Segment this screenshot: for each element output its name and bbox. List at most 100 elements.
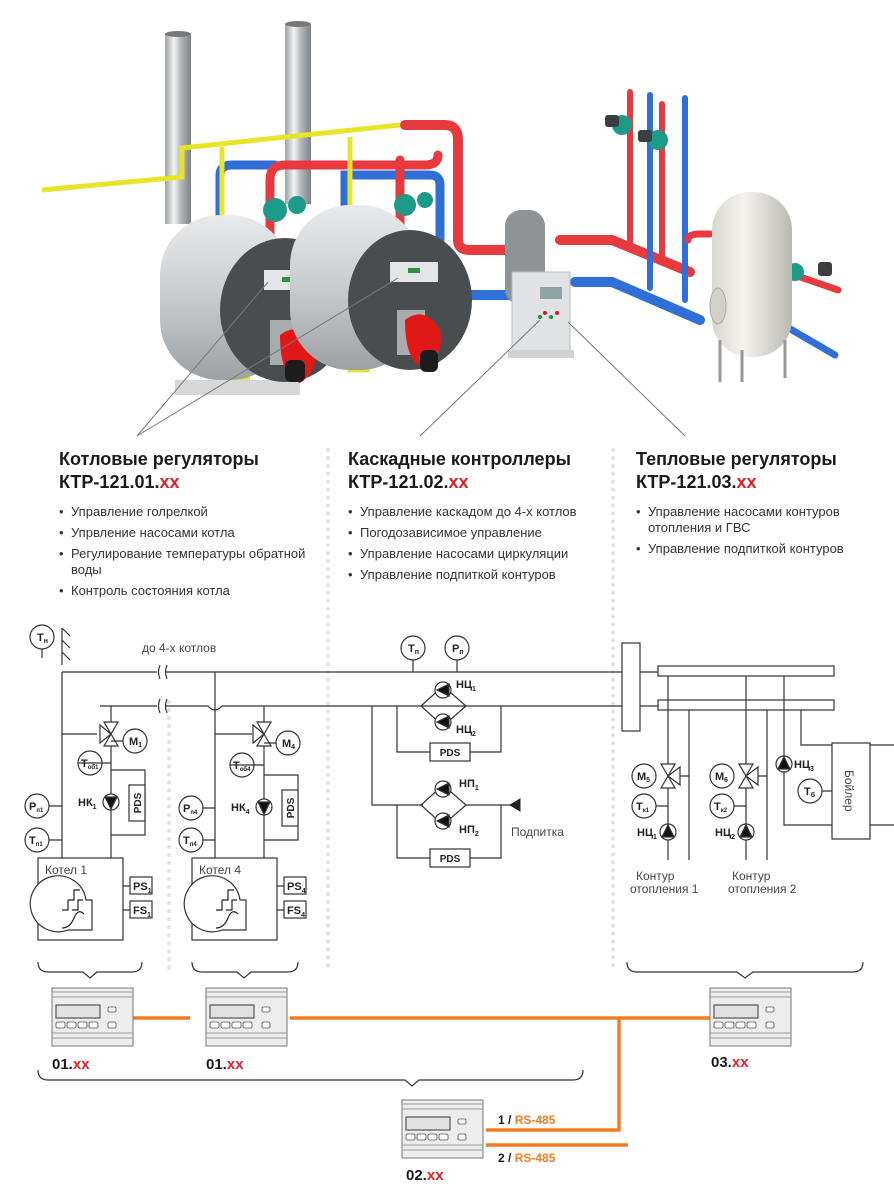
pump-label: НК1: [78, 797, 97, 811]
burner-stage-glyph: [61, 889, 239, 929]
feature-list: Управление каскадом до 4-х котлов Погодо…: [348, 504, 618, 583]
bus-label: 2 / RS-485: [498, 1151, 556, 1165]
up-to-boilers-label: до 4-х котлов: [142, 641, 216, 655]
feature-item: Управление подпиткой контуров: [348, 567, 618, 583]
feature-item: Управление голрелкой: [59, 504, 329, 520]
makeup-inlet-arrow: [509, 798, 521, 812]
boiler-label: Котел 4: [199, 863, 241, 877]
three-way-valve: [99, 721, 759, 789]
sensor-label: Tп4: [183, 835, 197, 848]
device-button: [713, 1021, 724, 1029]
boiler-tank-label: Бойлер: [842, 770, 856, 812]
pump-label: НЦ1: [637, 827, 657, 841]
sensor-label: Pп1: [29, 801, 44, 814]
device-button: [88, 1021, 99, 1029]
pressure-switch-label: PS1: [133, 881, 152, 895]
sensor-label: Tоб1: [81, 758, 99, 771]
device-label: 01.xx: [206, 1056, 244, 1073]
controller-device: [205, 987, 288, 1047]
sensor-label: Pп4: [183, 803, 198, 816]
device-button: [746, 1021, 757, 1029]
pump-motor: [605, 115, 832, 276]
makeup-label: Подпитка: [511, 825, 564, 839]
pds-label: PDS PDS PDS PDS: [133, 748, 461, 865]
hydraulic-separator: [505, 210, 574, 358]
svg-text:PDS: PDS: [440, 748, 461, 759]
boiler-label: Котел 1: [45, 863, 87, 877]
device-button: [416, 1133, 427, 1141]
boiler: [290, 205, 472, 372]
device-display: [405, 1116, 451, 1131]
column-divider: [326, 448, 330, 968]
pump-label: НЦ1: [456, 679, 476, 693]
sensor-circles: [24, 624, 823, 853]
feature-item: Погодозависимое управление: [348, 525, 618, 541]
hydraulic-schematic: PDS PDS PDS PDS Tн Tп Pп M1 M4 Tоб1 Tоб4…: [24, 624, 894, 941]
hot-water-tank: [709, 192, 792, 382]
device-label: 03.xx: [711, 1054, 749, 1071]
device-label: 02.xx: [406, 1167, 444, 1184]
pump-label: НП1: [459, 778, 479, 792]
pump-label: НЦ3: [794, 759, 814, 773]
feature-item: Управление насосами циркуляции: [348, 546, 618, 562]
sensor-label: Tоб4: [233, 760, 251, 773]
sensor-label: Pп: [452, 643, 464, 656]
controller-device: [401, 1099, 484, 1159]
device-label: 01.xx: [52, 1056, 90, 1073]
svg-text:PDS: PDS: [440, 854, 461, 865]
column-divider: [167, 700, 171, 970]
flow-switch-label: FS1: [133, 905, 151, 919]
device-display: [209, 1004, 255, 1019]
pump-label: НП2: [459, 824, 479, 838]
flow-switch-label: FS4: [287, 905, 305, 919]
svg-text:PDS: PDS: [133, 792, 144, 813]
device-button: [427, 1133, 438, 1141]
device-button: [438, 1133, 449, 1141]
sensor-label: Tп1: [29, 835, 43, 848]
device-button: [231, 1021, 242, 1029]
pressure-switch-label: PS4: [287, 881, 306, 895]
feature-list: Управление насосами контуров отопления и…: [636, 504, 876, 557]
device-button: [724, 1021, 735, 1029]
sensor-label: Tк2: [714, 801, 728, 814]
sensor-label: Tп: [408, 643, 419, 656]
leader-lines: [136, 277, 686, 437]
sensor-label: M1: [129, 736, 142, 749]
feature-item: Управление каскадом до 4-х котлов: [348, 504, 618, 520]
controller-device: [51, 987, 134, 1047]
device-button: [77, 1021, 88, 1029]
pump-label: НЦ2: [715, 827, 735, 841]
pump: [263, 115, 804, 281]
pump-symbols: [102, 681, 793, 841]
controller-device: [709, 987, 792, 1047]
device-display: [55, 1004, 101, 1019]
feature-item: Управление подпиткой контуров: [636, 541, 876, 557]
feature-item: Управление насосами контуров отопления и…: [636, 504, 876, 536]
group-brace: [37, 961, 864, 1087]
chimney: [165, 21, 311, 224]
pump-label: НЦ2: [456, 724, 476, 738]
device-button: [55, 1021, 66, 1029]
device-button: [66, 1021, 77, 1029]
svg-text:PDS: PDS: [286, 797, 297, 818]
sensor-label: Tк1: [636, 801, 650, 814]
feature-item: Контроль состояния котла: [59, 583, 329, 599]
device-button: [242, 1021, 253, 1029]
bus-label: 1 / RS-485: [498, 1113, 556, 1127]
sensor-label: Tб: [804, 786, 816, 799]
network-diagram: [37, 961, 864, 1159]
device-button: [735, 1021, 746, 1029]
sensor-label: M6: [715, 771, 728, 784]
feature-item: Упрвление насосами котла: [59, 525, 329, 541]
feature-list: Управление голрелкой Упрвление насосами …: [59, 504, 329, 599]
pump-label: НК4: [231, 802, 250, 816]
sensor-label: M4: [282, 738, 295, 751]
